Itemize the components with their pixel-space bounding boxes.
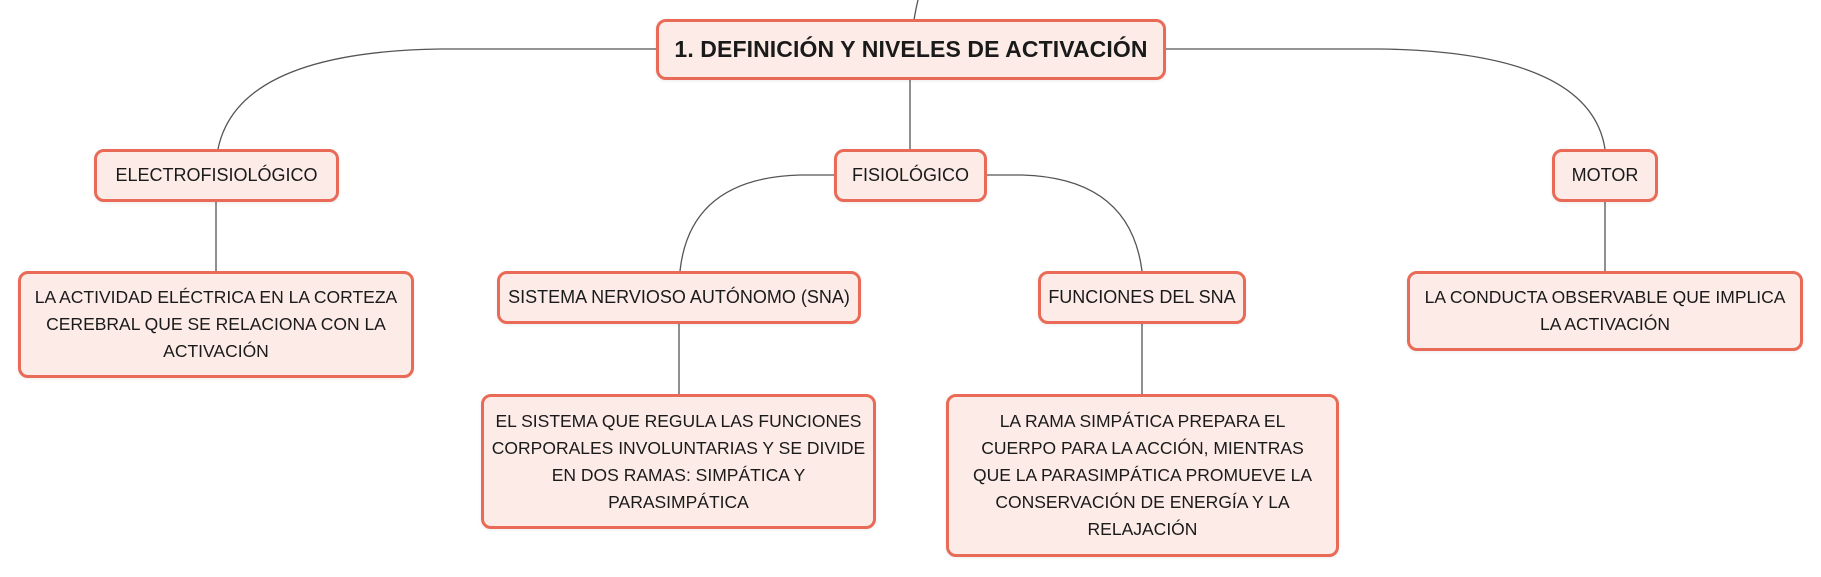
node-motor-detail[interactable]: LA CONDUCTA OBSERVABLE QUE IMPLICA LA AC… [1407,271,1803,351]
root-node-label: 1. DEFINICIÓN Y NIVELES DE ACTIVACIÓN [674,36,1148,62]
node-electrofisiologico-label: ELECTROFISIOLÓGICO [115,165,318,185]
node-funciones-sna[interactable]: FUNCIONES DEL SNA [1038,271,1246,324]
connector-root-motor [1166,48,1606,150]
node-fisiologico-label: FISIOLÓGICO [851,165,970,185]
node-motor[interactable]: MOTOR [1552,149,1658,202]
node-funciones-sna-label: FUNCIONES DEL SNA [1048,287,1236,307]
connector-root-electro [217,48,656,150]
node-fisiologico[interactable]: FISIOLÓGICO [834,149,987,202]
connector-fisio-sna [679,174,834,272]
node-sna-label: SISTEMA NERVIOSO AUTÓNOMO (SNA) [508,287,850,307]
node-sna-detail-text: EL SISTEMA QUE REGULA LAS FUNCIONES CORP… [491,410,866,512]
node-funciones-detail-text: LA RAMA SIMPÁTICA PREPARA EL CUERPO PARA… [972,411,1313,539]
node-electro-detail-text: LA ACTIVIDAD ELÉCTRICA EN LA CORTEZA CER… [34,287,398,361]
connector-fisio-funciones [987,174,1143,272]
node-motor-label: MOTOR [1571,165,1639,185]
node-motor-detail-text: LA CONDUCTA OBSERVABLE QUE IMPLICA LA AC… [1424,287,1786,334]
connector-parent-to-root [913,0,919,21]
root-node[interactable]: 1. DEFINICIÓN Y NIVELES DE ACTIVACIÓN [656,19,1166,80]
node-funciones-detail[interactable]: LA RAMA SIMPÁTICA PREPARA EL CUERPO PARA… [946,394,1339,557]
node-electrofisiologico[interactable]: ELECTROFISIOLÓGICO [94,149,339,202]
node-electro-detail[interactable]: LA ACTIVIDAD ELÉCTRICA EN LA CORTEZA CER… [18,271,414,378]
node-sna[interactable]: SISTEMA NERVIOSO AUTÓNOMO (SNA) [497,271,861,324]
node-sna-detail[interactable]: EL SISTEMA QUE REGULA LAS FUNCIONES CORP… [481,394,876,529]
